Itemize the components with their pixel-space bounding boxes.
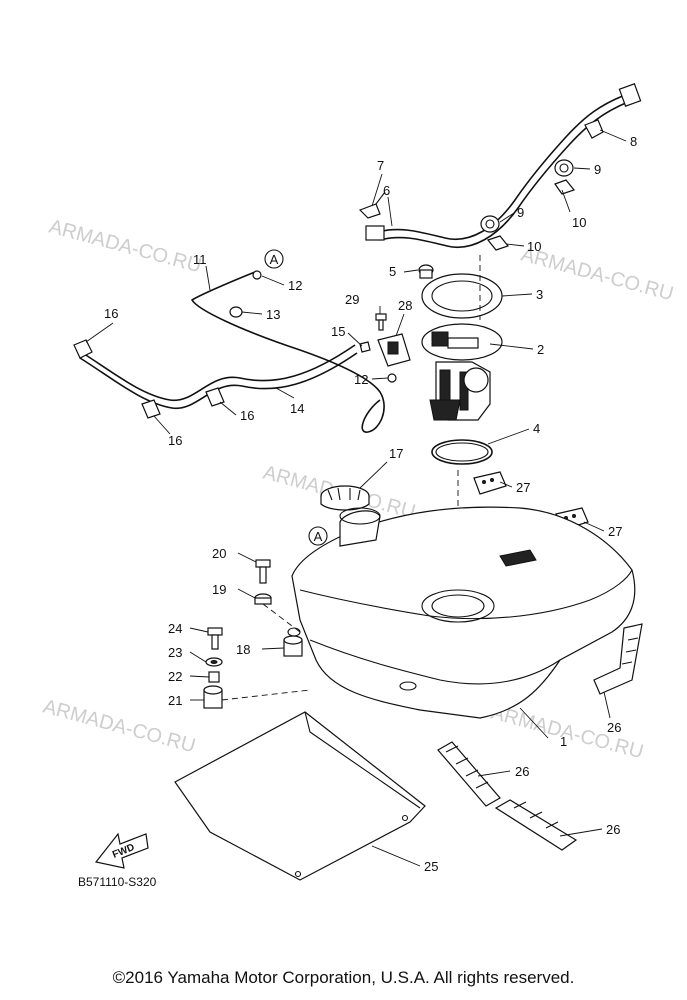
rubber-block-27-left[interactable] xyxy=(473,471,507,495)
callout-10-lower: 10 xyxy=(527,239,541,254)
callout-25: 25 xyxy=(424,859,438,874)
ref-marker-label: A xyxy=(314,529,323,544)
clamp-10-lower[interactable] xyxy=(486,235,510,251)
assembly-axis-line xyxy=(262,603,301,633)
bolt-24[interactable] xyxy=(207,627,223,650)
fuel-cap-17[interactable] xyxy=(320,485,370,511)
callout-16-bottom: 16 xyxy=(168,433,182,448)
collar-22[interactable] xyxy=(208,671,220,683)
rubber-strip-26-middle[interactable] xyxy=(437,741,501,807)
clamp-10-upper[interactable] xyxy=(554,179,576,195)
clamp-7[interactable] xyxy=(358,191,386,219)
callout-26-lower: 26 xyxy=(606,822,620,837)
callout-9-lower: 9 xyxy=(517,205,524,220)
bolt-29[interactable] xyxy=(375,313,387,331)
pump-retainer-3[interactable] xyxy=(421,273,503,319)
grommet-9-upper[interactable] xyxy=(554,159,574,177)
fitting-16-left[interactable] xyxy=(73,339,93,359)
callout-8: 8 xyxy=(630,134,637,149)
damper-18[interactable] xyxy=(283,635,303,657)
callout-5: 5 xyxy=(389,264,396,279)
rubber-strip-26-lower[interactable] xyxy=(494,799,578,851)
callout-2: 2 xyxy=(537,342,544,357)
ref-marker-a-upper: A xyxy=(264,249,284,269)
valve-28[interactable] xyxy=(377,333,411,367)
callout-3: 3 xyxy=(536,287,543,302)
callout-21: 21 xyxy=(168,693,182,708)
callout-9-upper: 9 xyxy=(594,162,601,177)
watermark-text: ARMADA-CO.RU xyxy=(489,702,646,764)
fuel-tank-1[interactable] xyxy=(287,506,636,719)
washer-23[interactable] xyxy=(205,657,223,667)
assembly-axis-line xyxy=(221,689,311,701)
callout-27-left: 27 xyxy=(516,480,530,495)
callout-24: 24 xyxy=(168,621,182,636)
callout-27-right: 27 xyxy=(608,524,622,539)
ref-marker-a-lower: A xyxy=(308,526,328,546)
watermark-text: ARMADA-CO.RU xyxy=(47,216,204,278)
clip-12-lower[interactable] xyxy=(387,373,397,383)
callout-23: 23 xyxy=(168,645,182,660)
diagram-code: B571110-S320 xyxy=(78,875,157,889)
callout-19: 19 xyxy=(212,582,226,597)
bolt-20[interactable] xyxy=(255,559,271,584)
callout-12-upper: 12 xyxy=(288,278,302,293)
callout-12-lower: 12 xyxy=(354,372,368,387)
callout-10-upper: 10 xyxy=(572,215,586,230)
grommet-9-lower[interactable] xyxy=(480,215,500,233)
hose-11[interactable] xyxy=(190,271,385,433)
ref-marker-label: A xyxy=(270,252,279,267)
screw-5[interactable] xyxy=(418,264,434,279)
callout-20: 20 xyxy=(212,546,226,561)
clip-12-upper[interactable] xyxy=(252,270,262,280)
callout-11: 11 xyxy=(193,252,207,267)
callout-16-left: 16 xyxy=(104,306,118,321)
copyright-notice: ©2016 Yamaha Motor Corporation, U.S.A. A… xyxy=(112,968,575,987)
clip-13[interactable] xyxy=(229,306,243,318)
callout-18: 18 xyxy=(236,642,250,657)
bottom-plate-25[interactable] xyxy=(174,711,426,881)
callout-7: 7 xyxy=(377,158,384,173)
callout-15: 15 xyxy=(331,324,345,339)
leader-lines xyxy=(85,129,627,867)
callout-6: 6 xyxy=(383,183,390,198)
callout-28: 28 xyxy=(398,298,412,313)
callout-16-right: 16 xyxy=(240,408,254,423)
collar-19[interactable] xyxy=(254,593,272,605)
callout-17: 17 xyxy=(389,446,403,461)
callout-26-right: 26 xyxy=(607,720,621,735)
callout-1: 1 xyxy=(560,734,567,749)
fitting-16-bottom[interactable] xyxy=(141,399,161,419)
fitting-16-right[interactable] xyxy=(205,387,225,407)
callout-26-middle: 26 xyxy=(515,764,529,779)
callout-29: 29 xyxy=(345,292,359,307)
callout-22: 22 xyxy=(168,669,182,684)
callout-13: 13 xyxy=(266,307,280,322)
fuel-pump-assembly-2[interactable] xyxy=(421,323,503,421)
fuel-hose-6[interactable] xyxy=(365,83,642,248)
damper-21[interactable] xyxy=(203,685,223,709)
clip-8[interactable] xyxy=(584,119,604,139)
forward-arrow-icon: FWD xyxy=(94,832,149,869)
callout-4: 4 xyxy=(533,421,540,436)
callout-numbers: 1 2 3 4 5 6 7 8 9 10 9 10 11 12 13 12 14… xyxy=(104,134,637,874)
clip-15[interactable] xyxy=(359,341,371,353)
rubber-strip-26-right[interactable] xyxy=(593,623,643,695)
callout-14: 14 xyxy=(290,401,304,416)
gasket-4[interactable] xyxy=(431,439,493,465)
